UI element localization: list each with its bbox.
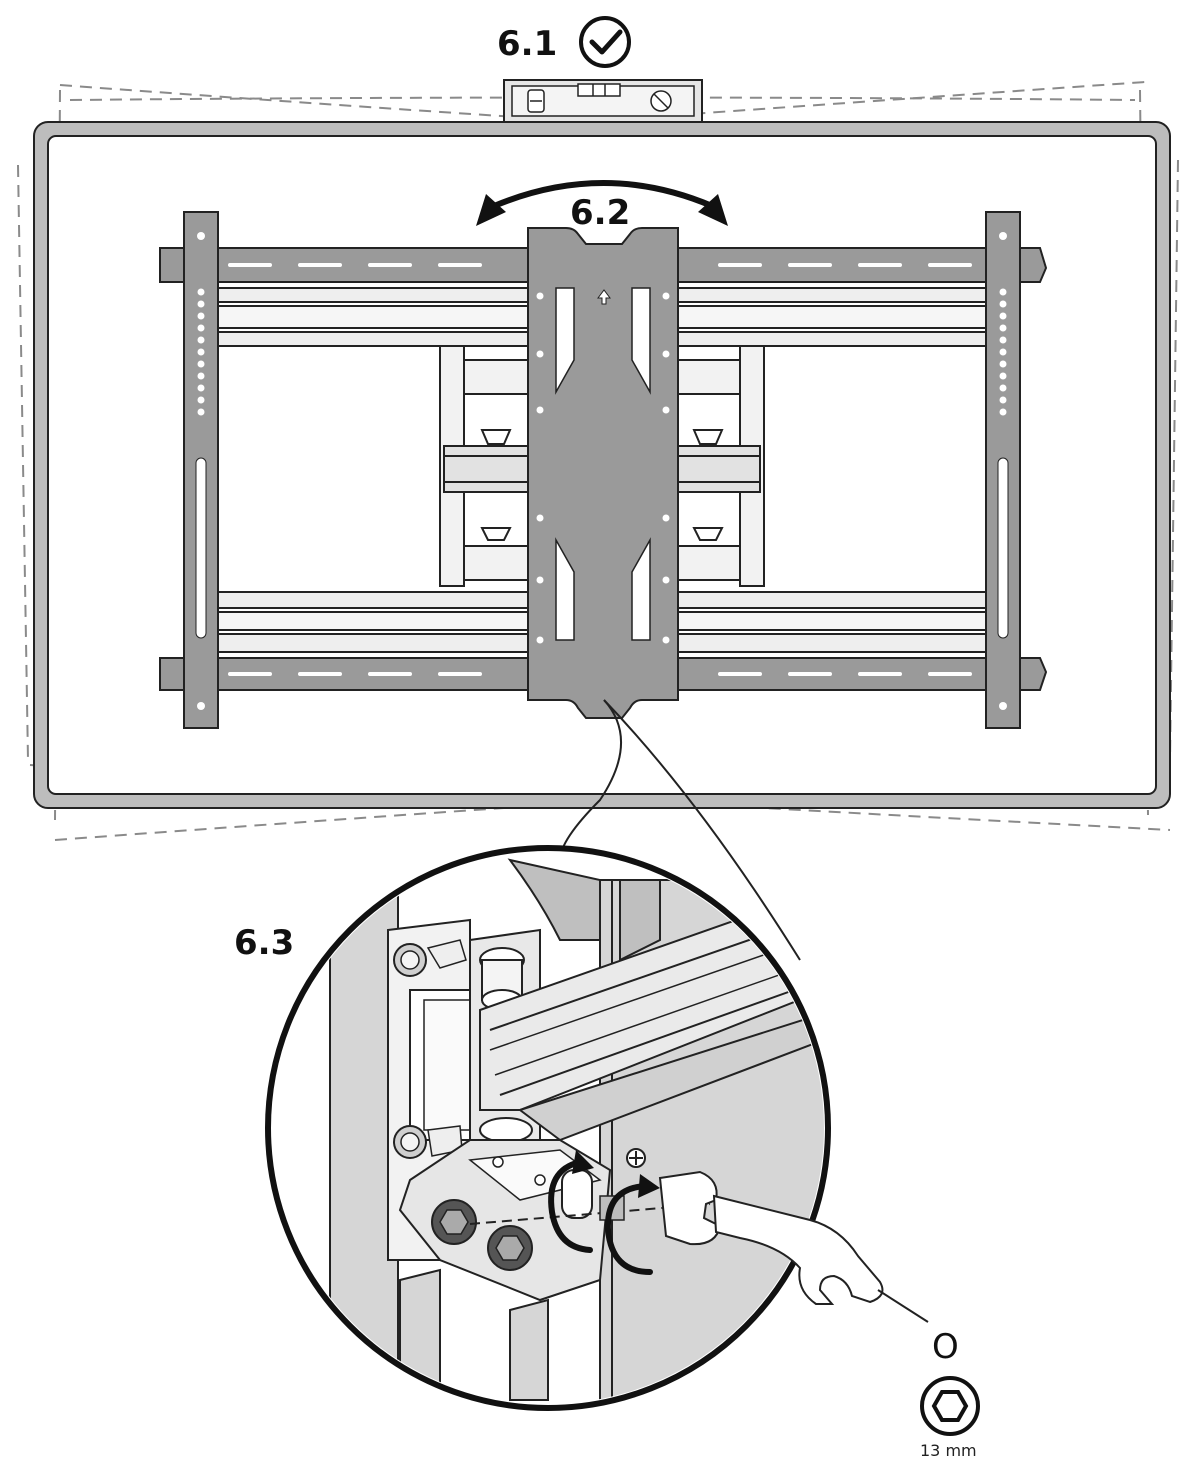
lower-nut-right: [487, 1225, 533, 1271]
step-label-6-3: 6.3: [234, 923, 294, 963]
step-label-6-1: 6.1: [497, 24, 557, 64]
ghost-outline-right-a: [1169, 159, 1179, 761]
left-vertical-bracket: [183, 211, 219, 729]
check-circle-icon: [579, 16, 631, 68]
double-arrow-arc-icon: [476, 180, 728, 226]
ghost-outline-left-a: [17, 164, 29, 761]
step-label-6-2: 6.2: [570, 193, 630, 233]
wrench-jaw: [658, 1170, 722, 1246]
top-bolt: [393, 939, 467, 977]
center-mount-plate: [527, 227, 679, 719]
detail-zoom-circle: [265, 845, 831, 1411]
hex-nut-icon: [920, 1376, 980, 1436]
tool-callout-label: O: [932, 1327, 959, 1367]
tighten-rotation-arrows: [548, 1159, 653, 1275]
rail-slots: [228, 263, 972, 676]
zoom-leader-lines: [559, 699, 801, 961]
up-arrow-icon: [597, 289, 611, 305]
right-vertical-bracket: [985, 211, 1021, 729]
tool-callout-line: [877, 1289, 929, 1323]
plus-circle-icon: [626, 1148, 646, 1168]
open-end-wrench-icon: [712, 1194, 884, 1305]
tool-size-label: 13 mm: [920, 1441, 977, 1460]
spirit-level-icon: [503, 79, 703, 123]
lower-nut-left: [431, 1199, 477, 1245]
